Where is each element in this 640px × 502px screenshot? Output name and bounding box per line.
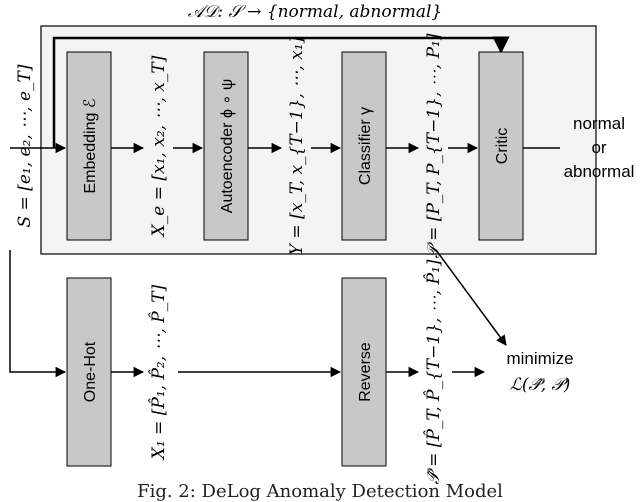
output-or: or [591,138,606,157]
arrow-s-to-onehot [9,250,67,378]
label-y: Y = [x_T, x_{T−1}, ⋯, x₁] [287,36,307,255]
label-p: 𝒫 = [P_T, P_{T−1}, ⋯, P₁] [424,33,444,258]
figure-caption: Fig. 2: DeLog Anomaly Detection Model [137,481,503,502]
critic-label: Critic [494,128,511,164]
output-abnormal: abnormal [564,162,635,181]
classifier-label: Classifier γ [357,107,374,185]
critic-block: Critic [478,51,524,241]
label-x1: X₁ = [P̂₁, P̂₂, ⋯, P̂_T] [149,284,169,461]
embedding-label: Embedding ℰ [82,98,99,193]
onehot-block: One-Hot [66,277,112,467]
reverse-block: Reverse [341,277,387,467]
label-s: S = [e₁, e₂, ⋯, e_T] [15,64,35,227]
bypass-arrow [52,36,510,148]
label-xe: X_e = [x₁, x₂, ⋯, x_T] [149,55,169,238]
reverse-label: Reverse [357,342,374,402]
arrow-p-to-loss [435,249,507,346]
diagram-title: 𝒜𝒟: 𝒮 → {normal, abnormal} [188,2,442,22]
autoencoder-block: Autoencoder ϕ ∘ ψ [203,51,249,241]
minimize-label: minimize [506,349,573,368]
onehot-label: One-Hot [82,341,99,402]
loss-label: ℒ(𝒫̂, 𝒫) [510,375,571,395]
output-normal: normal [573,114,625,133]
embedding-block: Embedding ℰ [66,51,112,241]
classifier-block: Classifier γ [341,51,387,241]
autoencoder-label: Autoencoder ϕ ∘ ψ [219,79,236,213]
label-phat: 𝒫̂ = [P̂_T, P̂_{T−1}, ⋯, P̂₁] [424,259,444,484]
